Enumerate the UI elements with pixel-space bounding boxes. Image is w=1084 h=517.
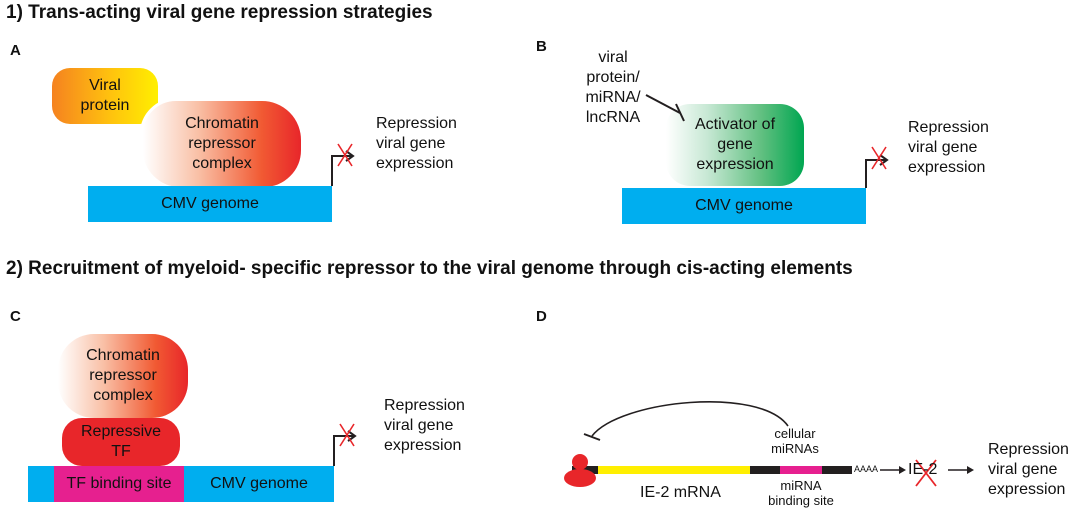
ribosome-large-subunit [564,469,596,487]
outcome-line: Repression [384,397,465,414]
outcome-line: Repression [988,441,1069,458]
viral-protein-line: Viral [89,77,121,94]
activator-line: Activator of [694,116,776,133]
viral-protein-line: protein [80,97,130,114]
panel-d-letter: D [536,308,547,325]
cmv-genome-label-box: CMV genome [184,466,334,502]
outcome-line: expression [908,159,986,176]
outcome-line: viral gene [376,135,446,152]
mrna-3prime [822,466,852,474]
mirna-binding-site-label: miRNA binding site [760,478,842,508]
polya-tail-label: AAAA [854,464,879,474]
chromatin-line: repressor [188,135,256,152]
inhibitor-line: viral [598,49,628,66]
ie2-product-label: IE-2 [908,461,938,478]
repressive-tf-blob: Repressive TF [62,418,180,466]
activator-line: gene [717,136,753,153]
cellular-mirnas-line: miRNAs [771,441,819,456]
inhibition-bar-b [675,103,685,122]
outcome-line: expression [988,481,1066,498]
inhibition-line-b [645,94,681,114]
tf-binding-site: TF binding site [54,466,184,502]
chromatin-line: complex [93,387,153,404]
mirna-binding-region [780,466,822,474]
chromatin-line: complex [192,155,252,172]
mirna-inhibition-arc [591,401,789,437]
inhibitor-label: viral protein/ miRNA/ lncRNA [578,48,648,128]
panel-a-letter: A [10,42,21,59]
panel-b-outcome: Repression viral gene expression [908,118,989,178]
chromatin-line: Chromatin [86,347,160,364]
ie2-mrna-label: IE-2 mRNA [640,484,721,501]
outcome-line: expression [384,437,462,454]
outcome-line: Repression [376,115,457,132]
section-1-title: 1) Trans-acting viral gene repression st… [6,2,433,23]
panel-d-outcome: Repression viral gene expression [988,440,1069,500]
cellular-mirnas-label: cellular miRNAs [760,426,830,456]
outcome-line: viral gene [908,139,978,156]
cellular-mirnas-line: cellular [774,426,816,441]
activator-line: expression [696,156,774,173]
panel-c-letter: C [10,308,21,325]
outcome-line: viral gene [988,461,1058,478]
chromatin-line: repressor [89,367,157,384]
mrna-spacer [750,466,780,474]
viral-protein-blob: Viral protein [52,68,158,124]
panel-c-outcome: Repression viral gene expression [384,396,465,456]
outcome-arrowhead [967,466,974,474]
ribosome-small-subunit [572,454,588,470]
panel-b-letter: B [536,38,547,55]
panel-a-outcome: Repression viral gene expression [376,114,457,174]
cross-mark-a [337,143,353,167]
cmv-genome-label: CMV genome [210,475,308,492]
cmv-genome-label: CMV genome [695,197,793,214]
inhibitor-line: protein/ [586,69,640,86]
section-2-title: 2) Recruitment of myeloid- specific repr… [6,258,853,279]
inhibitor-line: miRNA/ [585,89,641,106]
translation-arrowhead [899,466,906,474]
mirna-site-line: miRNA [780,478,822,493]
repressive-tf-line: TF [111,443,131,460]
cmv-genome-label: CMV genome [161,195,259,212]
mirna-inhibition-bar [583,433,601,441]
chromatin-repressor-blob: Chromatin repressor complex [58,334,188,418]
outcome-line: expression [376,155,454,172]
cmv-genome-bar: CMV genome [622,188,866,224]
activator-blob: Activator of gene expression [666,104,804,186]
cmv-genome-bar: CMV genome [88,186,332,222]
tf-binding-site-label: TF binding site [66,475,172,492]
outcome-line: Repression [908,119,989,136]
mrna-coding-region [598,466,750,474]
inhibitor-line: lncRNA [585,109,641,126]
mirna-site-line: binding site [768,493,834,508]
chromatin-line: Chromatin [185,115,259,132]
repressive-tf-line: Repressive [80,423,162,440]
cross-mark-b [871,146,887,170]
cross-mark-d [915,459,937,487]
cross-mark-c [339,423,355,447]
outcome-line: viral gene [384,417,454,434]
